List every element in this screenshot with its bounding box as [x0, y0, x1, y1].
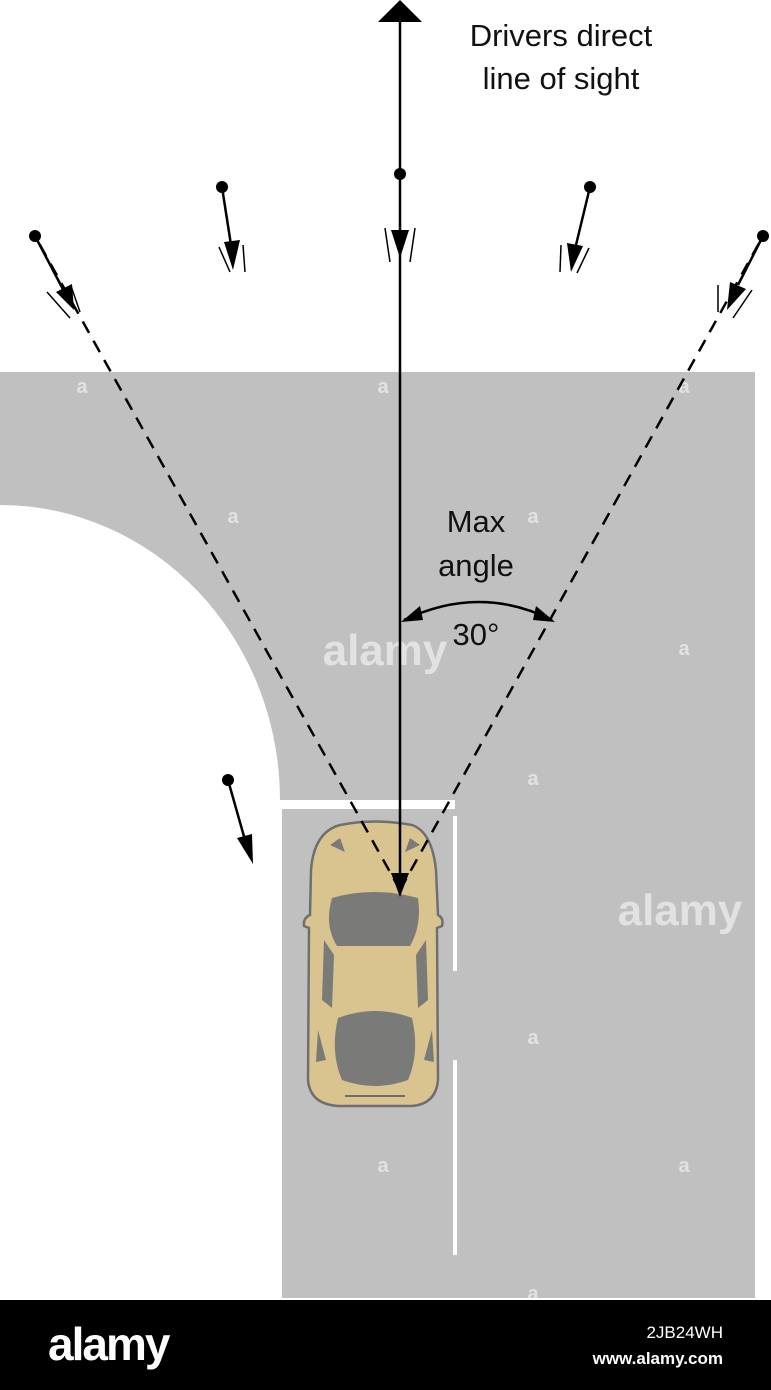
watermark-a: a — [377, 1155, 389, 1177]
up-arrow-head — [378, 0, 422, 22]
watermark-a: a — [678, 1155, 690, 1177]
watermark-a: a — [377, 376, 389, 398]
footer-image-id: 2JB24WH — [646, 1323, 723, 1342]
caption-line-1: Drivers direct — [470, 18, 653, 53]
angle-arrow-left — [401, 606, 423, 622]
junction-diagram: alamy alamy a a a a a a a a a a a — [0, 0, 769, 1300]
sight-line-right-dashed — [398, 235, 765, 891]
max-angle-line-2: angle — [438, 548, 514, 583]
give-way-line — [282, 800, 455, 809]
watermark-a: a — [678, 638, 690, 660]
centre-line-dash — [453, 1060, 457, 1255]
caption-line-2: line of sight — [483, 61, 640, 96]
watermark-a: a — [527, 1027, 539, 1049]
stock-footer-bar: alamy 2JB24WH www.alamy.com — [0, 1300, 771, 1390]
watermark-right: alamy — [618, 886, 743, 935]
car-side-window-left — [322, 940, 334, 1008]
watermark-a: a — [527, 1283, 539, 1300]
footer-logo: alamy — [48, 1318, 170, 1370]
observer-right — [559, 181, 596, 274]
pedestrian-marker — [222, 774, 253, 864]
car-vent-left — [316, 1030, 326, 1062]
observer-far-right — [717, 230, 769, 319]
car-arrow-head — [391, 873, 409, 897]
car — [302, 820, 444, 1108]
centre-line-segment — [453, 816, 457, 971]
angle-arrow-right — [533, 606, 555, 622]
watermark-a: a — [527, 768, 539, 790]
car-windscreen — [328, 892, 419, 946]
angle-value: 30° — [453, 617, 500, 652]
observer-center — [384, 168, 416, 263]
watermark-a: a — [527, 506, 539, 528]
car-vent-right — [424, 1030, 434, 1062]
observer-far-left — [29, 230, 81, 319]
max-angle-line-1: Max — [447, 504, 506, 539]
car-engine-cover — [334, 1011, 416, 1086]
observer-left — [216, 181, 246, 273]
car-front-detail — [330, 838, 420, 852]
sight-line-left-dashed — [33, 235, 402, 891]
footer-url: www.alamy.com — [592, 1349, 723, 1368]
car-side-window-right — [416, 940, 428, 1008]
footer-info: 2JB24WH www.alamy.com — [593, 1320, 723, 1372]
watermark-a: a — [76, 376, 88, 398]
watermark-a: a — [227, 506, 239, 528]
watermark-center: alamy — [323, 626, 448, 675]
